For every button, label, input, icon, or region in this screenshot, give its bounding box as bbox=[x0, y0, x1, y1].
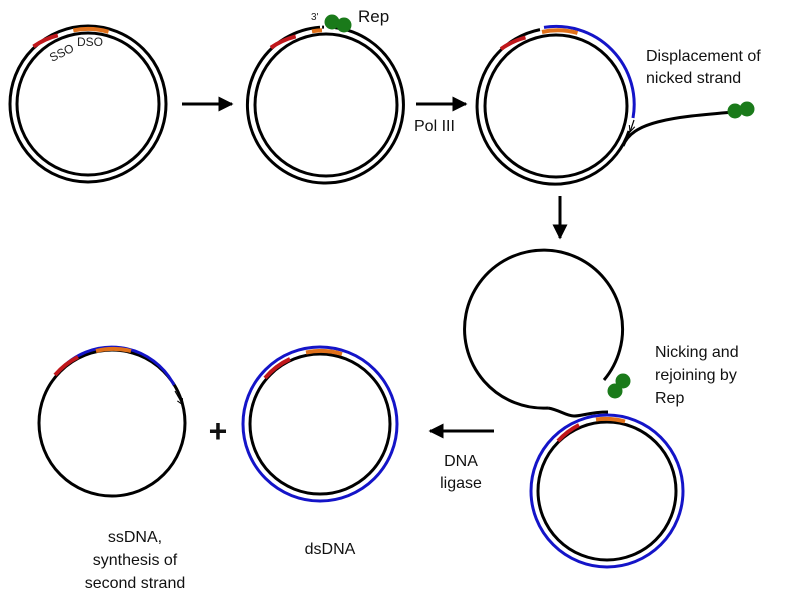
nicking-label-line1: Nicking and bbox=[655, 344, 739, 361]
sso-region bbox=[269, 34, 297, 50]
dso-region bbox=[305, 348, 343, 356]
dso-region bbox=[595, 416, 626, 424]
rep-protein-icon bbox=[727, 103, 743, 119]
ssdna-label-line1: ssDNA, bbox=[108, 529, 162, 546]
nicking-label-line3: Rep bbox=[655, 390, 684, 407]
sso-region bbox=[499, 35, 527, 51]
pol-iii-label: Pol III bbox=[414, 118, 455, 135]
rep-label: Rep bbox=[358, 7, 389, 26]
dna-ligase-label-line1: DNA bbox=[444, 453, 478, 470]
outer-strand bbox=[475, 28, 631, 186]
sso-region bbox=[263, 357, 291, 380]
ssdna-label-line2: synthesis of bbox=[93, 552, 178, 569]
nicking-label-line2: rejoining by bbox=[655, 367, 737, 384]
step3-plasmid: Displacement of nicked strand bbox=[475, 24, 761, 186]
dso-region bbox=[95, 346, 132, 353]
ssdna-product: ssDNA, synthesis of second strand bbox=[37, 345, 187, 592]
step2-plasmid: 3' Rep bbox=[245, 7, 405, 185]
step4-plasmids: Nicking and rejoining by Rep bbox=[463, 248, 739, 569]
rep-protein-icon bbox=[607, 383, 623, 399]
displacement-label-line1: Displacement of bbox=[646, 48, 761, 65]
sso-region bbox=[53, 355, 79, 377]
step1-plasmid: SSO DSO bbox=[8, 24, 168, 184]
inner-strand bbox=[248, 352, 392, 496]
new-strand bbox=[543, 24, 636, 119]
inner-strand bbox=[253, 32, 399, 178]
rep-protein-icon bbox=[324, 14, 340, 30]
dso-region bbox=[311, 28, 323, 34]
sso-region bbox=[32, 33, 59, 49]
inner-strand bbox=[15, 31, 161, 177]
released-single-strand-circle bbox=[463, 248, 624, 418]
sso-region bbox=[556, 423, 580, 443]
rep-protein-icon bbox=[739, 101, 755, 117]
new-strand bbox=[241, 345, 399, 503]
dna-ligase-label-line2: ligase bbox=[440, 475, 482, 492]
single-strand bbox=[37, 348, 187, 498]
dso-label: DSO bbox=[77, 35, 103, 49]
plus-sign: + bbox=[209, 413, 228, 449]
rep-protein-icon bbox=[615, 373, 631, 389]
displacement-label-line2: nicked strand bbox=[646, 70, 741, 87]
dso-region bbox=[541, 28, 579, 35]
growth-arrow-icon bbox=[174, 390, 183, 405]
three-prime-label: 3' bbox=[311, 12, 319, 23]
outer-strand-nicked bbox=[245, 25, 405, 185]
dso-region bbox=[72, 26, 110, 34]
rep-protein-icon bbox=[336, 17, 352, 33]
displaced-strand bbox=[621, 110, 736, 147]
growth-arrow-icon bbox=[630, 119, 634, 132]
inner-strand bbox=[536, 420, 678, 562]
dsdna-product: dsDNA bbox=[241, 345, 399, 558]
dsdna-label: dsDNA bbox=[305, 541, 356, 558]
inner-strand bbox=[483, 33, 629, 179]
new-strand bbox=[529, 413, 685, 569]
outer-strand bbox=[8, 24, 168, 184]
ssdna-label-line3: second strand bbox=[85, 575, 186, 592]
